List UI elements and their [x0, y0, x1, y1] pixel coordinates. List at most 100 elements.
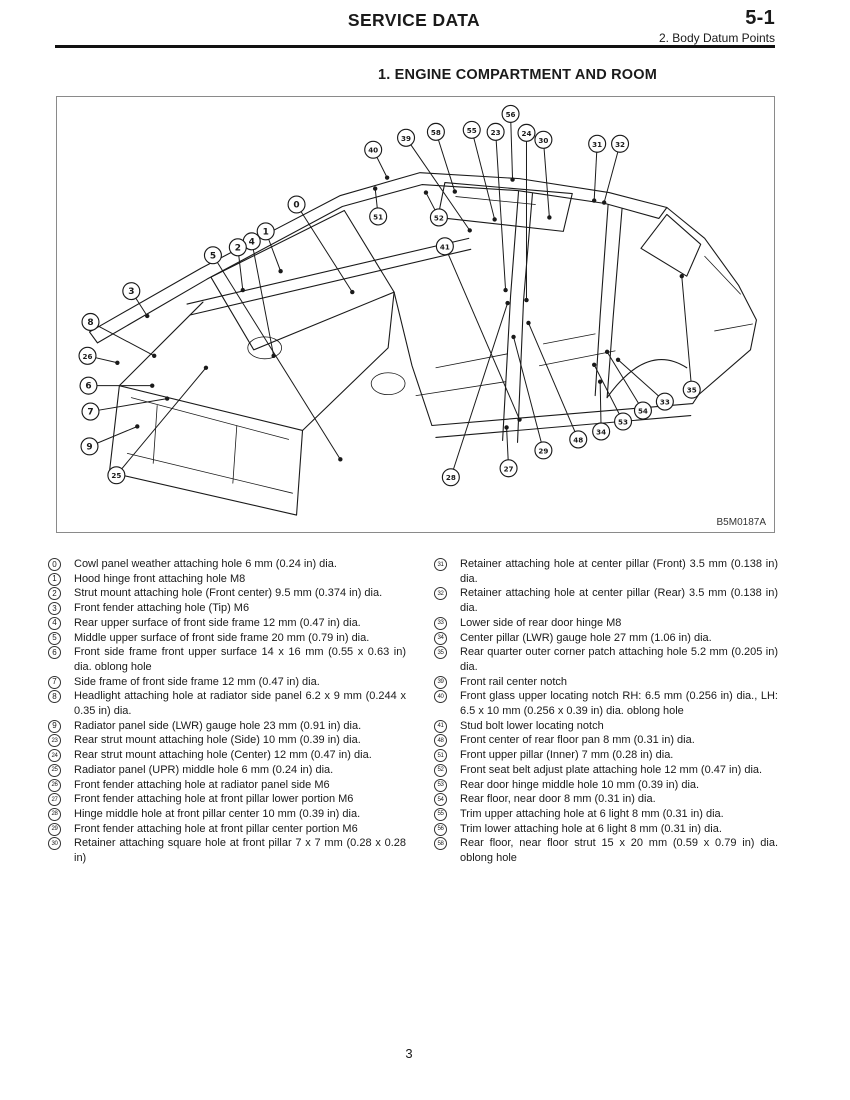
item-number-badge: 40 [434, 690, 447, 704]
callout-label-26: 26 [83, 352, 93, 361]
callout-circle-3 [122, 282, 141, 301]
datum-dot-34 [597, 379, 603, 384]
callout-label-24: 24 [522, 129, 532, 138]
callout-label-40: 40 [368, 146, 378, 155]
callout-label-29: 29 [538, 446, 548, 455]
item-text: Front center of rear floor pan 8 mm (0.3… [460, 734, 695, 747]
datum-dot-24 [524, 297, 529, 303]
legend-item: 33 Lower side of rear door hinge M8 [434, 616, 778, 631]
callout-circle-23 [486, 122, 505, 141]
callout-circle-6 [79, 376, 98, 395]
legend-item: 48 Front center of rear floor pan 8 mm (0… [434, 733, 778, 748]
leader-line-32 [603, 143, 621, 203]
item-text: Front seat belt adjust plate attaching h… [460, 763, 763, 776]
callout-circle-52 [429, 208, 448, 227]
item-text: Rear upper surface of front side frame 1… [74, 616, 361, 629]
item-text: Front rail center notch [460, 675, 567, 688]
item-text: Front fender attaching hole (Tip) M6 [74, 602, 250, 615]
item-text: Rear floor, near floor strut 15 x 20 mm … [460, 837, 778, 865]
leader-line-5 [212, 255, 341, 460]
callout-circle-29 [534, 441, 553, 460]
datum-dot-55 [492, 217, 497, 222]
callout-circle-24 [517, 123, 536, 142]
leader-line-56 [510, 113, 514, 180]
item-number-badge: 7 [48, 675, 61, 689]
callout-circle-8 [81, 312, 100, 331]
callout-label-52: 52 [434, 213, 444, 222]
leader-line-0 [296, 204, 353, 293]
item-number-badge: 48 [434, 734, 447, 748]
item-number-badge: 28 [48, 807, 61, 821]
legend-item: 9 Radiator panel side (LWR) gauge hole 23… [48, 719, 406, 734]
item-number-badge: 6 [48, 646, 61, 660]
callout-label-48: 48 [573, 435, 583, 444]
item-text: Lower side of rear door hinge M8 [460, 616, 622, 629]
callout-circle-56 [501, 104, 520, 123]
item-text: Side frame of front side frame 12 mm (0.… [74, 675, 320, 688]
item-text: Radiator panel side (LWR) gauge hole 23 … [74, 719, 362, 732]
item-number-badge: 27 [48, 793, 61, 807]
leader-line-39 [405, 137, 471, 231]
item-number-badge: 53 [434, 778, 447, 792]
callout-label-27: 27 [504, 464, 514, 473]
datum-dot-6 [150, 383, 155, 388]
callout-label-0: 0 [293, 200, 299, 210]
header-rule [55, 45, 775, 48]
datum-dot-56 [510, 177, 515, 182]
callout-label-39: 39 [401, 134, 411, 143]
callout-circle-9 [80, 437, 99, 456]
item-number-badge: 1 [48, 572, 61, 586]
item-number-badge: 31 [434, 558, 447, 571]
leader-line-55 [471, 129, 496, 220]
item-number-badge: 9 [48, 719, 61, 733]
item-text: Front upper pillar (Inner) 7 mm (0.28 in… [460, 749, 674, 762]
datum-dot-29 [511, 334, 516, 340]
datum-dot-35 [679, 273, 684, 279]
item-number-badge: 32 [434, 587, 447, 601]
callout-circle-1 [256, 222, 275, 241]
figure-ref-code: B5M0187A [716, 517, 766, 528]
callout-label-53: 53 [618, 417, 628, 426]
item-number-badge: 25 [48, 763, 61, 777]
item-text: Front side frame front upper surface 14 … [74, 646, 406, 673]
leader-line-30 [542, 139, 550, 218]
leader-line-33 [617, 359, 666, 402]
datum-dot-51 [372, 186, 378, 191]
callout-label-51: 51 [373, 212, 383, 221]
leader-line-48 [528, 322, 579, 440]
item-text: Retainer attaching hole at center pillar… [460, 587, 778, 615]
callout-circle-33 [655, 392, 674, 411]
datum-dot-40 [384, 175, 390, 180]
item-text: Headlight attaching hole at radiator sid… [74, 690, 406, 718]
callout-circle-40 [364, 140, 383, 159]
item-number-badge: 33 [434, 616, 447, 630]
callout-label-41: 41 [440, 242, 450, 251]
callout-label-54: 54 [638, 407, 648, 416]
datum-dot-52 [423, 190, 429, 195]
item-text: Front fender attaching hole at front pil… [74, 793, 354, 806]
legend-item: 27 Front fender attaching hole at front p… [48, 792, 406, 807]
datum-dot-54 [604, 349, 610, 355]
datum-dot-41 [517, 417, 522, 422]
datum-dot-9 [135, 424, 140, 429]
item-number-badge: 23 [48, 734, 61, 748]
callout-label-55: 55 [467, 126, 477, 135]
callout-circle-26 [78, 346, 97, 365]
legend-item: 32 Retainer attaching hole at center pill… [434, 586, 778, 615]
item-text: Hood hinge front attaching hole M8 [74, 572, 246, 585]
item-text: Retainer attaching square hole at front … [74, 837, 406, 865]
leader-line-8 [90, 321, 155, 357]
